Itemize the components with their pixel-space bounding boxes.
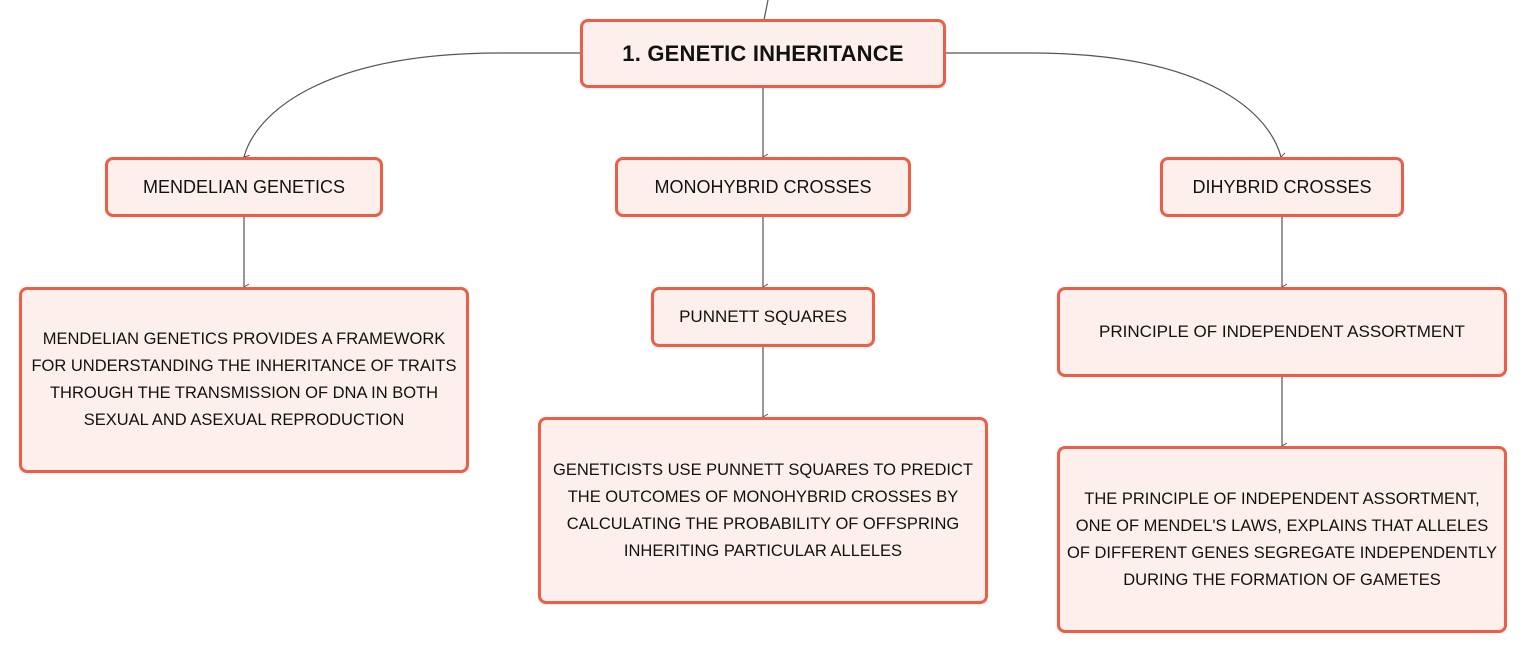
description-text: MENDELIAN GENETICS PROVIDES A FRAMEWORK … [31, 330, 457, 429]
topic-node-mendelian-genetics[interactable]: MENDELIAN GENETICS [105, 157, 383, 217]
description-node-mendelian-genetics[interactable]: MENDELIAN GENETICS PROVIDES A FRAMEWORK … [19, 287, 469, 473]
subtopic-node-independent-assortment[interactable]: PRINCIPLE OF INDEPENDENT ASSORTMENT [1057, 287, 1507, 377]
connector-root-to-mendelian-genetics [243, 52, 580, 162]
subtopic-node-punnett-squares[interactable]: PUNNETT SQUARES [651, 287, 875, 347]
incoming-connector [763, 0, 769, 21]
topic-node-monohybrid-crosses[interactable]: MONOHYBRID CROSSES [615, 157, 911, 217]
description-node-independent-assortment[interactable]: THE PRINCIPLE OF INDEPENDENT ASSORTMENT,… [1057, 446, 1507, 633]
subtopic-node-label: PUNNETT SQUARES [679, 307, 847, 326]
connector-root-to-dihybrid-crosses [946, 52, 1287, 160]
root-node[interactable]: 1. GENETIC INHERITANCE [580, 19, 946, 88]
topic-node-dihybrid-crosses[interactable]: DIHYBRID CROSSES [1160, 157, 1404, 217]
subtopic-node-label: PRINCIPLE OF INDEPENDENT ASSORTMENT [1099, 322, 1465, 341]
topic-node-label: MENDELIAN GENETICS [142, 176, 346, 197]
description-text: THE PRINCIPLE OF INDEPENDENT ASSORTMENT,… [1067, 489, 1497, 589]
topic-node-label: MONOHYBRID CROSSES [654, 176, 872, 197]
root-node-label: 1. GENETIC INHERITANCE [622, 40, 904, 66]
topic-node-label: DIHYBRID CROSSES [1192, 176, 1372, 197]
description-text: GENETICISTS USE PUNNETT SQUARES TO PREDI… [553, 460, 973, 560]
description-node-punnett-squares[interactable]: GENETICISTS USE PUNNETT SQUARES TO PREDI… [538, 417, 988, 604]
